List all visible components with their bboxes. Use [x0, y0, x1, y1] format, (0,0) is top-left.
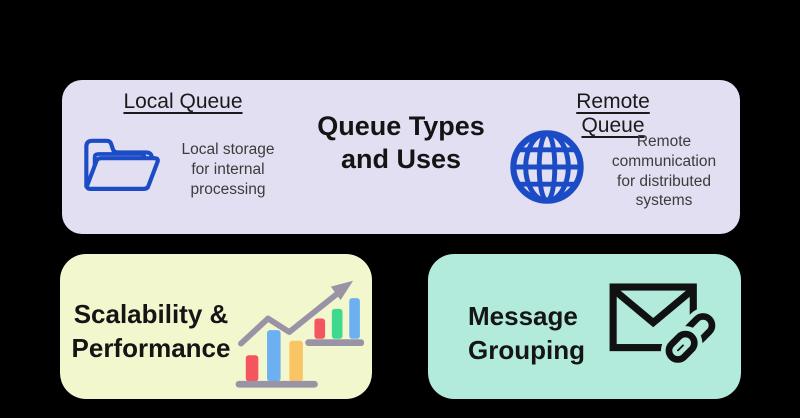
queue-types-card: Local Queue Local storage for internal p…	[62, 80, 740, 234]
folder-icon	[84, 138, 160, 191]
bar-green	[331, 308, 343, 339]
trend-arrow-head	[330, 280, 354, 301]
scalability-title: Scalability & Performance	[71, 299, 231, 363]
folder-paper	[92, 152, 147, 169]
remote-queue-heading: Remote Queue	[576, 90, 650, 137]
message-grouping-title: Message Grouping	[468, 301, 585, 365]
bar-red	[245, 355, 259, 382]
bar-red-2	[314, 318, 326, 339]
folder-back	[84, 138, 154, 189]
globe-icon	[510, 130, 584, 204]
local-queue-heading: Local Queue	[123, 90, 243, 113]
bar-blue	[267, 330, 281, 382]
queue-types-title: Queue Types and Uses	[317, 111, 485, 174]
scalability-performance-card: Scalability & Performance	[60, 254, 372, 399]
link-bottom	[665, 330, 698, 363]
trend-arrow-shaft	[238, 286, 346, 347]
envelope-link-icon	[609, 283, 720, 368]
remote-queue-description: Remote communication for distributed sys…	[611, 133, 717, 210]
bar-blue-2	[349, 298, 360, 339]
growth-chart-icon	[235, 280, 364, 388]
bar-yellow	[289, 340, 303, 382]
envelope-flap	[612, 287, 694, 328]
local-queue-description: Local storage for internal processing	[181, 141, 275, 198]
message-grouping-card: Message Grouping	[428, 254, 741, 399]
folder-front	[84, 156, 160, 191]
